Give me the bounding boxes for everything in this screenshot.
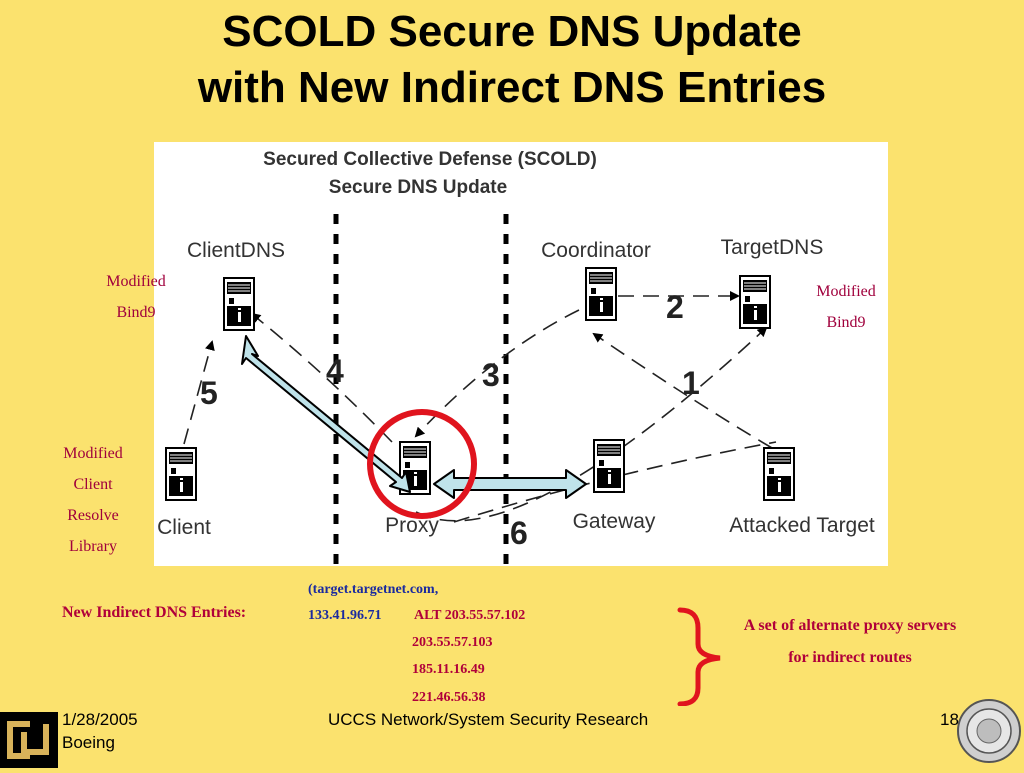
footer-center: UCCS Network/System Security Research bbox=[328, 710, 649, 729]
client-dns-server-icon bbox=[223, 277, 255, 331]
curly-brace bbox=[677, 607, 721, 706]
note-modified-client-resolve-library: Modified Client Resolve Library bbox=[50, 438, 136, 562]
note-line: Modified bbox=[816, 283, 876, 300]
entry-alt-ip-3: 221.46.56.38 bbox=[412, 690, 486, 705]
entries-label: New Indirect DNS Entries: bbox=[62, 604, 247, 621]
proxy-highlight-circle bbox=[367, 409, 477, 519]
note-line: Client bbox=[73, 476, 113, 493]
step-6: 6 bbox=[510, 515, 528, 551]
gateway-server-icon bbox=[593, 439, 625, 493]
label-proxy: Proxy bbox=[385, 514, 439, 537]
step-1: 1 bbox=[682, 365, 700, 401]
client-server-icon bbox=[165, 447, 197, 501]
entry-alt-ip-1: 203.55.57.103 bbox=[412, 635, 493, 650]
alternate-proxy-note-line-1: A set of alternate proxy servers bbox=[743, 617, 957, 634]
diagram-heading-1: Secured Collective Defense (SCOLD) bbox=[263, 149, 597, 170]
note-line: Bind9 bbox=[116, 304, 156, 321]
flow-line-6 bbox=[415, 326, 768, 522]
footer-page: 18 bbox=[940, 710, 959, 729]
cu-logo bbox=[0, 712, 58, 768]
coordinator-server-icon bbox=[585, 267, 617, 321]
title-line-2: with New Indirect DNS Entries bbox=[197, 63, 827, 112]
entry-alt-ip-2: 185.11.16.49 bbox=[412, 662, 485, 677]
entry-alt-prefix: ALT 203.55.57.102 bbox=[414, 608, 526, 623]
step-4: 4 bbox=[326, 353, 344, 389]
double-arrow-clientdns-proxy bbox=[241, 335, 411, 493]
footer-org: Boeing bbox=[62, 733, 115, 752]
step-3: 3 bbox=[482, 357, 500, 393]
label-client: Client bbox=[157, 516, 211, 539]
label-client-dns: ClientDNS bbox=[187, 239, 285, 262]
attacked-target-server-icon bbox=[763, 447, 795, 501]
label-target-dns: TargetDNS bbox=[721, 236, 824, 259]
flow-line-5 bbox=[183, 340, 215, 445]
label-gateway: Gateway bbox=[573, 510, 656, 533]
scold-diagram: Secured Collective Defense (SCOLD) Secur… bbox=[154, 142, 888, 566]
flow-line-1 bbox=[592, 332, 773, 449]
note-targetdns-modified-bind9: Modified Bind9 bbox=[804, 276, 888, 338]
alternate-proxy-note: A set of alternate proxy servers for ind… bbox=[716, 610, 984, 674]
entry-host: (target.targetnet.com, bbox=[308, 582, 439, 597]
cu-logo-icon bbox=[7, 721, 49, 759]
note-clientdns-modified-bind9: Modified Bind9 bbox=[96, 266, 176, 328]
double-arrow-proxy-gateway bbox=[433, 469, 587, 499]
label-attacked-target: Attacked Target bbox=[729, 514, 875, 537]
footer-date: 1/28/2005 bbox=[62, 710, 138, 729]
diagram-canvas: Secured Collective Defense (SCOLD) Secur… bbox=[157, 149, 875, 566]
slide-title: SCOLD Secure DNS Update with New Indirec… bbox=[0, 4, 1024, 116]
entry-primary-ip: 133.41.96.71 bbox=[308, 608, 382, 623]
label-coordinator: Coordinator bbox=[541, 239, 651, 262]
note-line: Library bbox=[69, 538, 117, 555]
title-line-1: SCOLD Secure DNS Update bbox=[222, 7, 802, 56]
diagram-heading-2: Secure DNS Update bbox=[329, 177, 507, 198]
note-line: Resolve bbox=[67, 507, 119, 524]
alternate-proxy-note-line-2: for indirect routes bbox=[788, 649, 912, 666]
note-line: Bind9 bbox=[826, 314, 866, 331]
flow-line-7 bbox=[453, 441, 777, 523]
step-5: 5 bbox=[200, 375, 218, 411]
university-seal-icon bbox=[957, 699, 1021, 763]
note-line: Modified bbox=[63, 445, 123, 462]
note-line: Modified bbox=[106, 273, 166, 290]
step-2: 2 bbox=[666, 289, 684, 325]
target-dns-server-icon bbox=[739, 275, 771, 329]
